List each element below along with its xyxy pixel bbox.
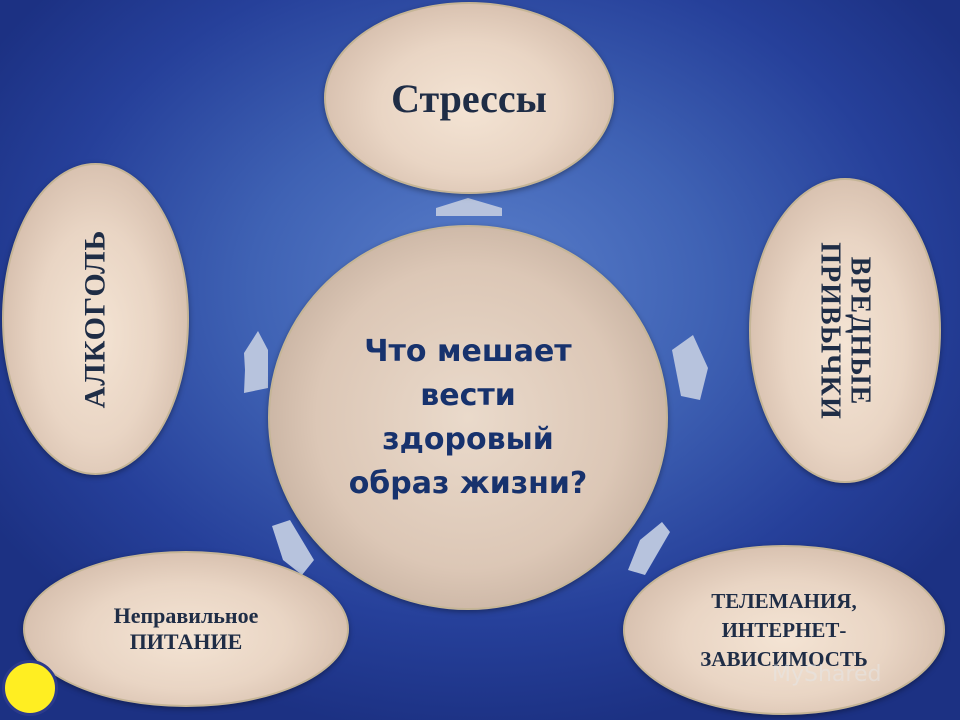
arrow-up-to-top: [436, 198, 502, 216]
node-nutrition: Неправильное ПИТАНИЕ: [23, 551, 349, 707]
node-bad-habits-label: ВРЕДНЫЕ ПРИВЫЧКИ: [815, 241, 876, 420]
arrow-to-left: [244, 331, 268, 393]
arrow-to-bottom-left: [272, 520, 314, 575]
node-alcohol-label: АЛКОГОЛЬ: [78, 229, 112, 409]
node-tv-internet-label: ТЕЛЕМАНИЯ, ИНТЕРНЕТ- ЗАВИСИМОСТЬ: [700, 588, 868, 671]
arrow-to-bottom-right: [628, 522, 670, 575]
node-stress: Стрессы: [324, 2, 614, 194]
node-bad-habits: ВРЕДНЫЕ ПРИВЫЧКИ: [749, 178, 941, 483]
node-nutrition-label: Неправильное ПИТАНИЕ: [113, 603, 259, 654]
node-tv-internet: ТЕЛЕМАНИЯ, ИНТЕРНЕТ- ЗАВИСИМОСТЬ: [623, 545, 945, 715]
yellow-circle-badge: [2, 660, 58, 716]
node-alcohol: АЛКОГОЛЬ: [2, 163, 189, 475]
arrow-to-right: [672, 335, 708, 400]
center-question: Что мешает вести здоровый образ жизни?: [268, 225, 668, 610]
node-stress-label: Стрессы: [391, 75, 547, 121]
watermark-text: MyShared: [772, 662, 882, 687]
center-question-label: Что мешает вести здоровый образ жизни?: [348, 333, 588, 501]
